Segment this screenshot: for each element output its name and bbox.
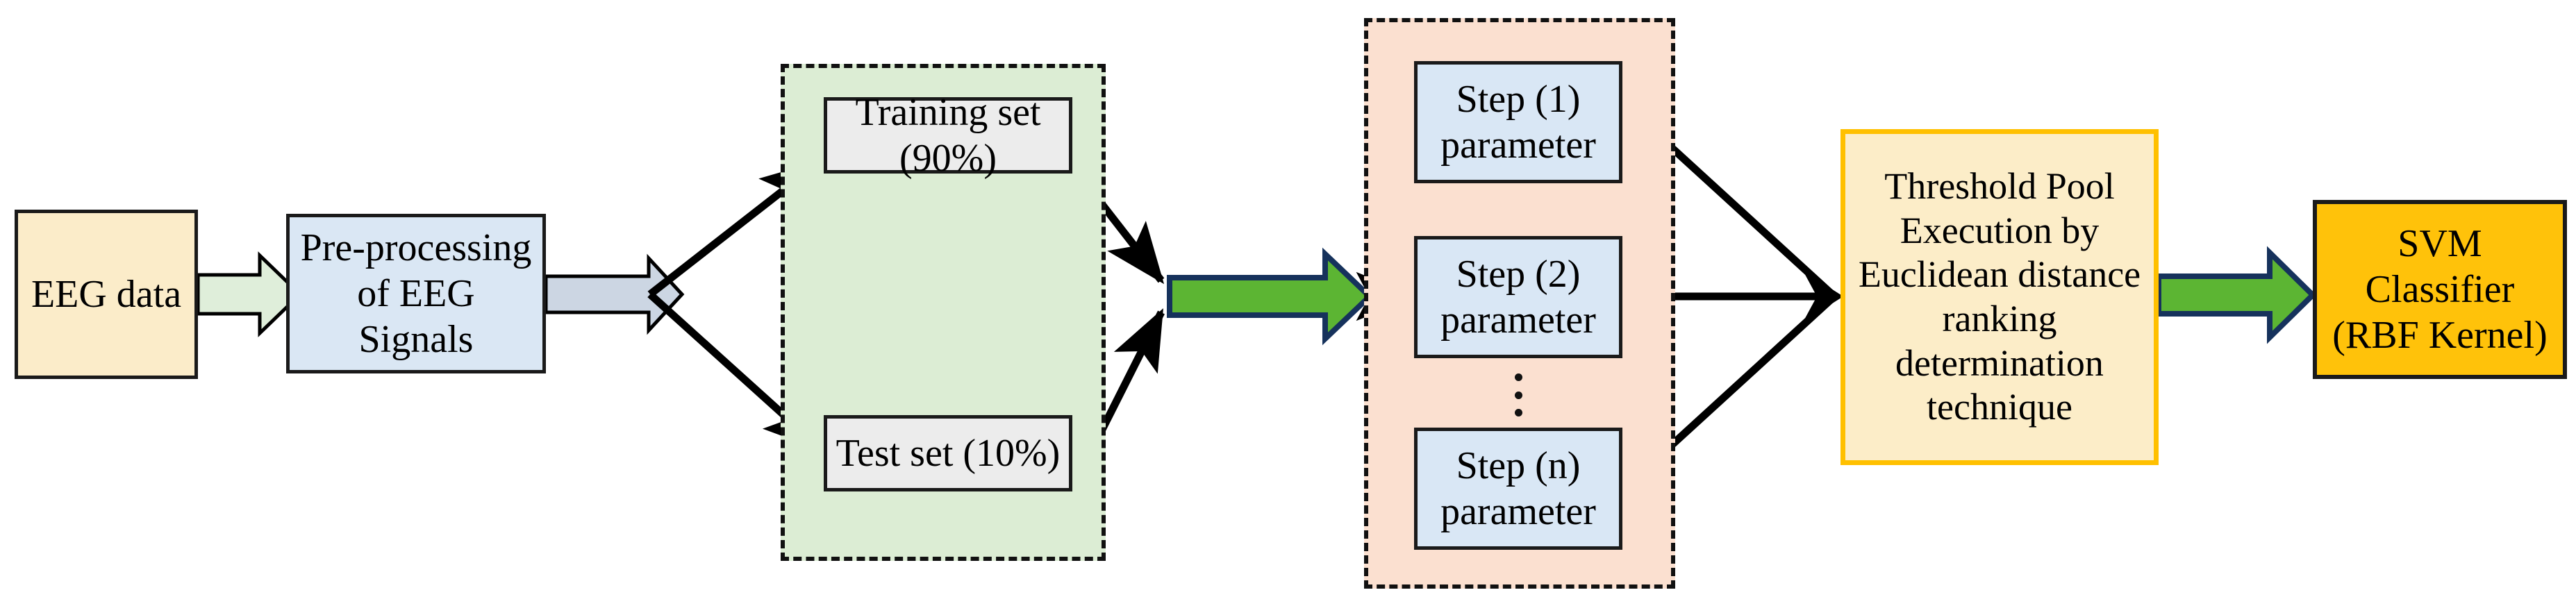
block-arrow-preprocessing-to-split [544,253,685,335]
node-step-2[interactable]: Step (2) parameter [1414,236,1622,358]
vertical-ellipsis-icon [1514,373,1522,416]
node-svm-classifier[interactable]: SVM Classifier (RBF Kernel) [2313,200,2567,379]
node-step-1[interactable]: Step (1) parameter [1414,61,1622,183]
node-training-set[interactable]: Training set (90%) [824,91,1072,180]
node-eeg-data[interactable]: EEG data [15,210,198,379]
node-preprocessing[interactable]: Pre-processing of EEG Signals [286,214,546,373]
block-arrow-split-to-steps [1167,247,1374,346]
node-threshold-pool[interactable]: Threshold Pool Execution by Euclidean di… [1840,129,2159,465]
convergence-arrowhead [1803,271,1843,322]
node-test-set[interactable]: Test set (10%) [824,415,1072,491]
block-arrow-eeg-to-preprocessing [196,251,303,337]
node-step-n[interactable]: Step (n) parameter [1414,428,1622,550]
block-arrow-threshold-to-svm [2156,246,2317,344]
